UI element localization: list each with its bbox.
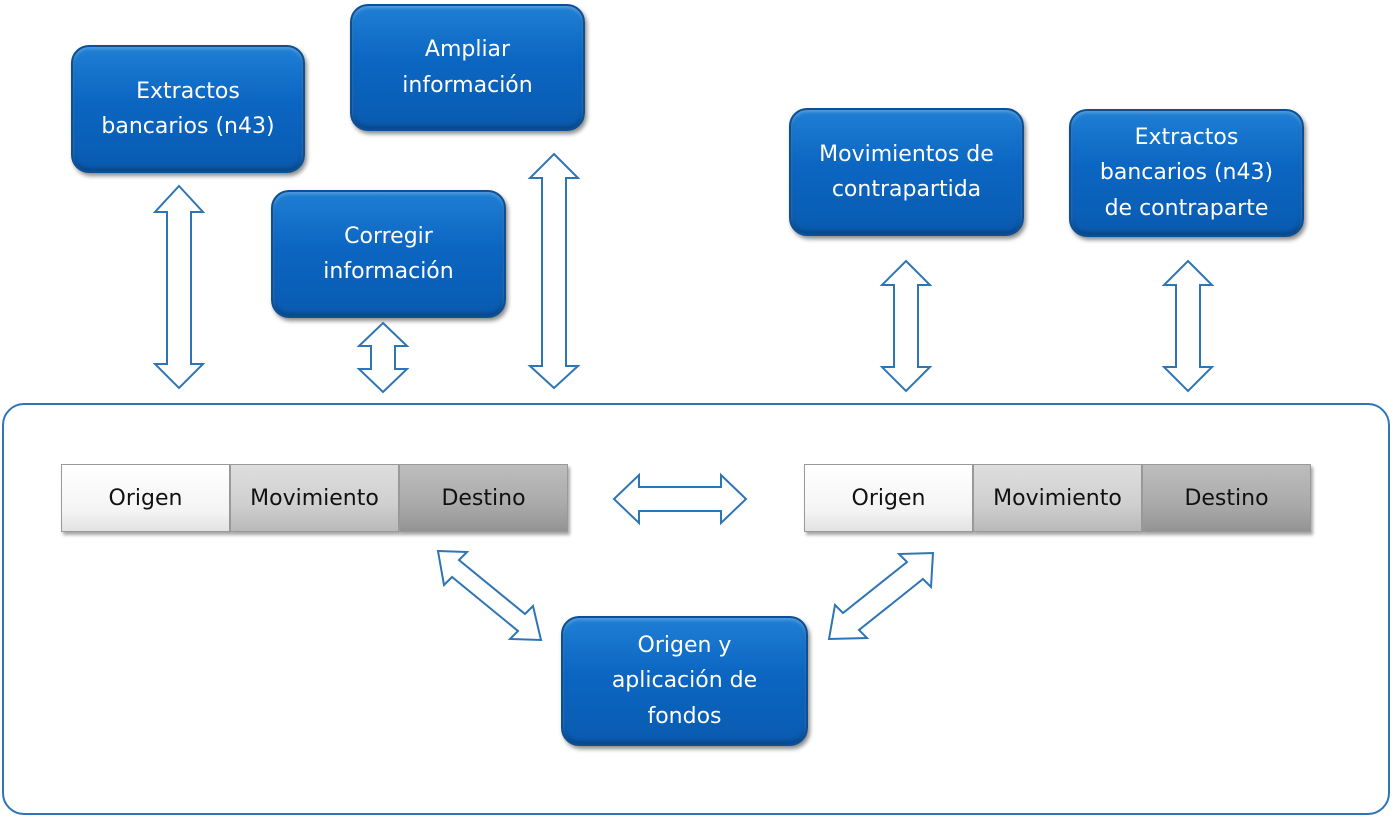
arrow-ampliar [527, 152, 581, 390]
arrow-movimientos-contrapartida [879, 259, 933, 393]
arrow-horizontal [612, 472, 748, 526]
left-movimiento: Movimiento [230, 464, 399, 532]
right-origen: Origen [804, 464, 973, 532]
box-origen-aplicacion-fondos: Origen y aplicación de fondos [561, 616, 808, 746]
arrow-extractos [152, 184, 206, 390]
main-container [2, 403, 1390, 815]
arrow-extractos-contraparte [1161, 259, 1215, 393]
right-destino: Destino [1142, 464, 1311, 532]
arrow-diagonal-left [436, 549, 543, 642]
left-origen: Origen [61, 464, 230, 532]
left-destino: Destino [399, 464, 568, 532]
box-ampliar-informacion: Ampliar información [350, 4, 585, 131]
box-extractos-bancarios: Extractos bancarios (n43) [71, 45, 305, 173]
box-movimientos-contrapartida: Movimientos de contrapartida [789, 108, 1024, 236]
box-corregir-informacion: Corregir información [271, 190, 506, 318]
right-movimiento: Movimiento [973, 464, 1142, 532]
arrow-corregir [356, 321, 410, 394]
arrow-diagonal-right [827, 551, 935, 641]
box-extractos-contraparte: Extractos bancarios (n43) de contraparte [1069, 109, 1304, 237]
